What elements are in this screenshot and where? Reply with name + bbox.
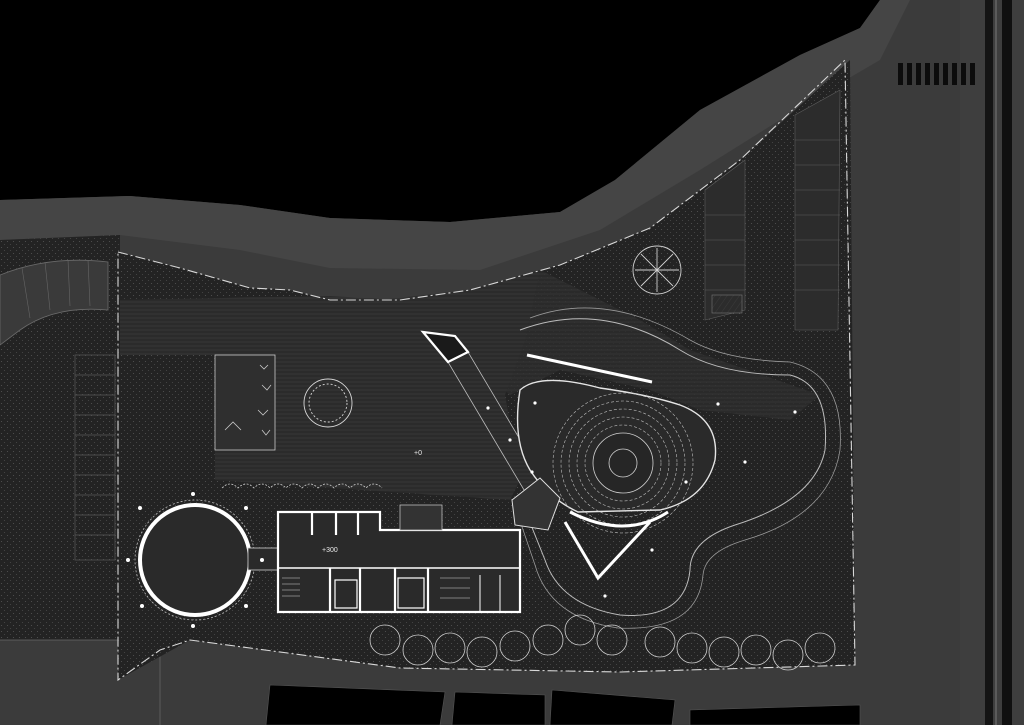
auditorium-stage: [592, 432, 654, 494]
curved-wall: [569, 510, 669, 528]
planter-bed: [214, 354, 276, 451]
plaza-diagonal-paving: [380, 270, 820, 420]
auditorium-wall-top: [526, 353, 653, 384]
small-kiosk: [711, 294, 743, 314]
pavilion-roof: [420, 330, 470, 364]
building-stairs: [282, 577, 470, 599]
right-road-lane-dark-2: [1002, 0, 1012, 725]
stage-center: [608, 448, 638, 478]
site-boundary-line: [117, 58, 856, 682]
left-ground-dotted: [0, 235, 120, 640]
left-parking: [74, 354, 116, 561]
tree-row-bottom: [369, 614, 836, 671]
tree-symbol: [632, 245, 682, 295]
building-level-label: +300: [322, 547, 338, 554]
entrance-link: [511, 477, 561, 531]
left-curved-structure: [0, 259, 109, 346]
round-building: [138, 503, 252, 617]
entrance-canopy: [399, 504, 443, 531]
curved-walkway-outer: [519, 318, 827, 616]
plaza-level-label: +0: [414, 450, 422, 457]
right-parking-lines: [705, 139, 840, 291]
hedge-row: [221, 483, 383, 489]
crosswalk: [898, 63, 975, 85]
curved-walkway-inner: [517, 307, 841, 629]
triangular-wall: [563, 520, 652, 581]
main-building: [276, 510, 522, 614]
riverside-road: [0, 0, 910, 270]
left-structure-divisions: [21, 259, 91, 319]
light-fixtures: [126, 401, 797, 628]
right-road-lane-dark: [985, 0, 993, 725]
plaza-tree: [303, 378, 353, 428]
bottom-blocks: [265, 684, 861, 725]
